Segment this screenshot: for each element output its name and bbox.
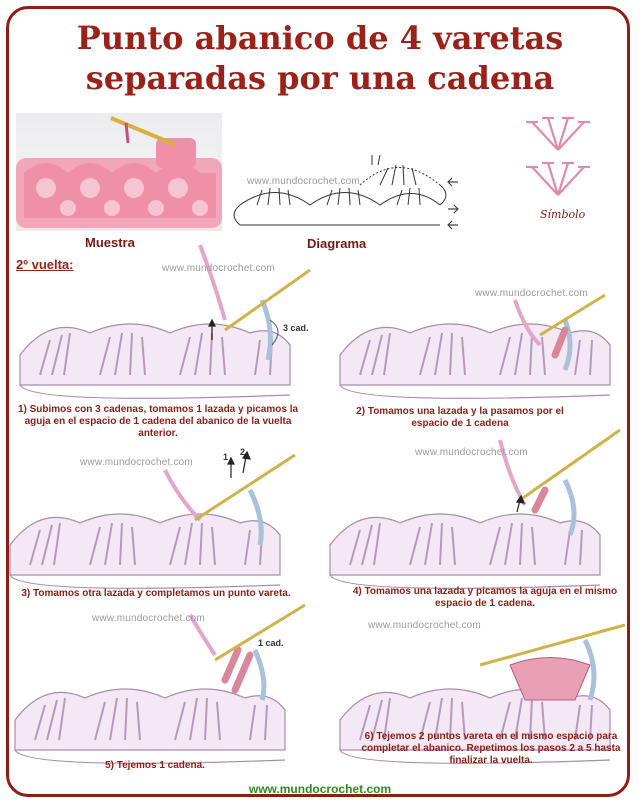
footer-website: www.mundocrochet.com (248, 782, 392, 796)
sample-photo (16, 113, 222, 231)
watermark-step-1: www.mundocrochet.com (162, 263, 275, 274)
step-5-caption: 5) Tejemos 1 cadena. (105, 760, 205, 771)
watermark-step-2: www.mundocrochet.com (475, 288, 588, 299)
crochet-sample-image (16, 116, 222, 228)
watermark-step-5: www.mundocrochet.com (92, 613, 205, 624)
sample-label: Muestra (85, 235, 135, 250)
symbol-label: Símbolo (540, 208, 586, 221)
watermark-diagram: www.mundocrochet.com (247, 176, 360, 187)
arrow-1-label: 1 (223, 452, 229, 462)
page-frame (6, 6, 630, 797)
arrow-2-label: 2 (240, 447, 246, 457)
watermark-step-6: www.mundocrochet.com (368, 620, 481, 631)
step-1-caption: 1) Subimos con 3 cadenas, tomamos 1 laza… (17, 404, 299, 439)
three-chains-label: 3 cad. (283, 323, 309, 333)
round-label: 2º vuelta: (16, 257, 74, 272)
watermark-step-4: www.mundocrochet.com (415, 447, 528, 458)
diagram-label: Diagrama (307, 236, 367, 251)
page-title-line-2: separadas por una cadena (85, 59, 555, 97)
step-4-caption: 4) Tomamos una lazada y picamos la aguja… (352, 586, 618, 609)
step-3-caption: 3) Tomamos otra lazada y completamos un … (21, 588, 291, 599)
one-chain-label: 1 cad. (258, 638, 284, 648)
step-6-caption: 6) Tejemos 2 puntos vareta en el mismo e… (361, 731, 621, 766)
step-2-caption: 2) Tomamos una lazada y la pasamos por e… (356, 406, 564, 429)
page-title-line-1: Punto abanico de 4 varetas (76, 19, 564, 57)
watermark-step-3: www.mundocrochet.com (80, 457, 193, 468)
